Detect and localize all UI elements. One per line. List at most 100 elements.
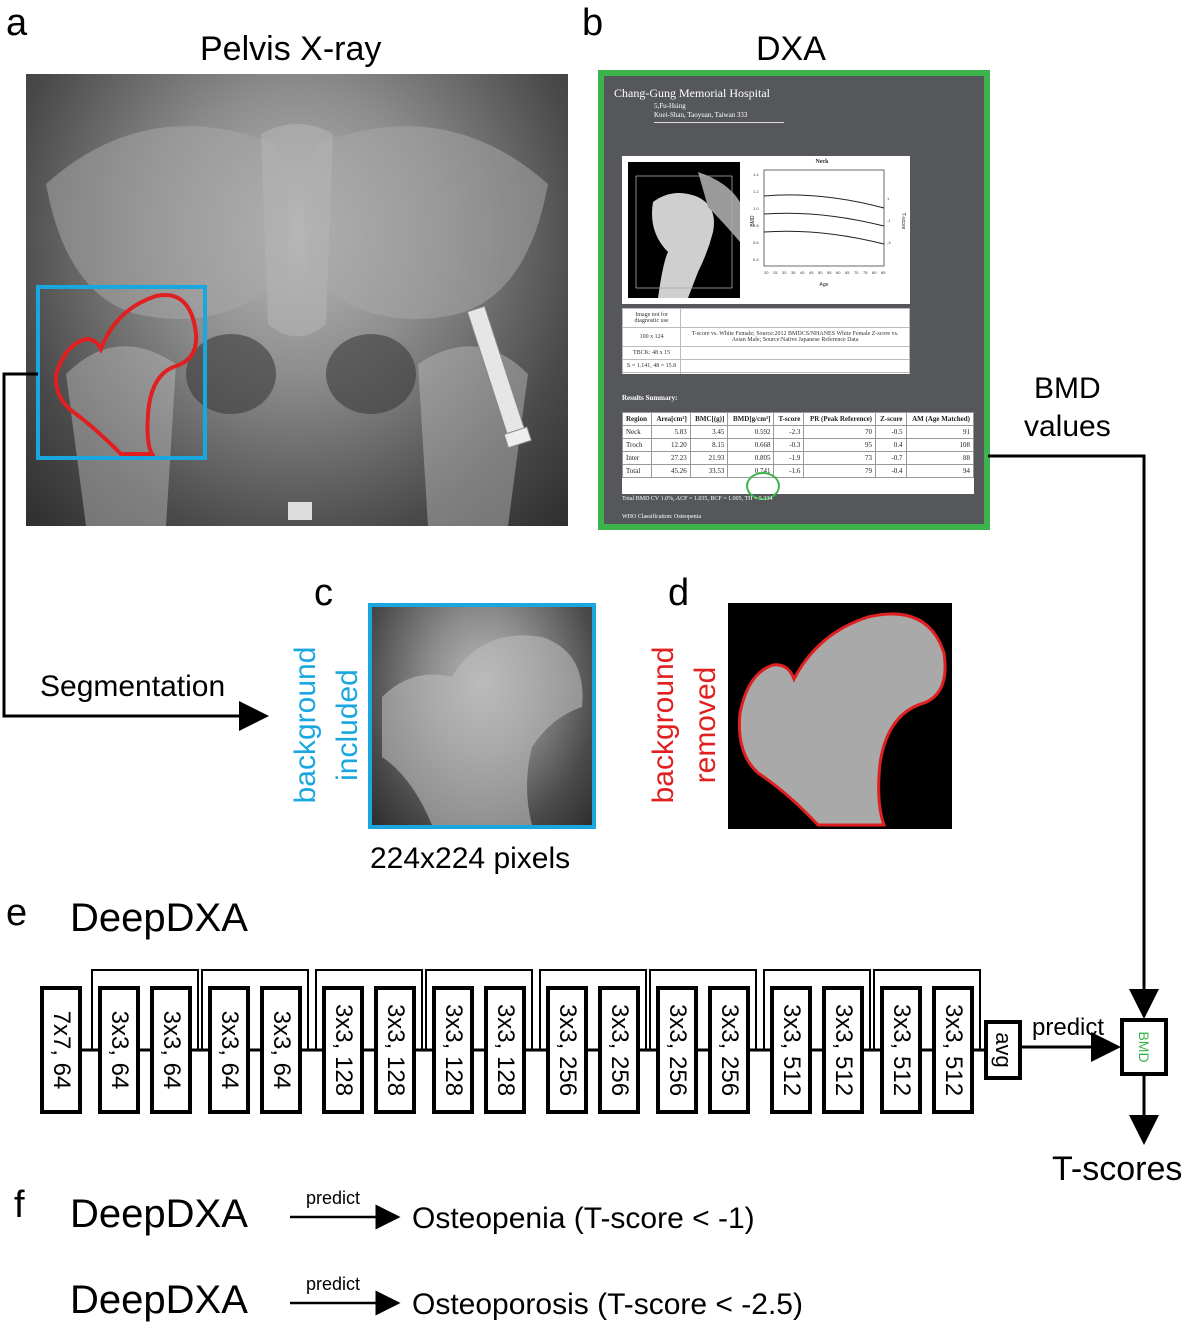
- cropped-femur-image: [368, 603, 596, 829]
- info-row: Image not for diagnostic use: [622, 308, 910, 328]
- plot-x-tick: 50: [818, 270, 823, 275]
- pelvis-xray-drawing: [36, 124, 548, 526]
- outcome-2-model: DeepDXA: [70, 1278, 248, 1322]
- conv-layer-label: 3x3, 128: [440, 1003, 467, 1097]
- info-row: S = 1.141, 48 = 15.8: [622, 359, 910, 373]
- plot-y-tick: 1.4: [753, 172, 759, 177]
- dxa-report: Chang-Gung Memorial Hospital 5,Fu-Hsing …: [598, 70, 990, 530]
- plot-x-tick: 80: [872, 270, 877, 275]
- conv-layer: 3x3, 256: [656, 986, 698, 1114]
- conv-layer-label: 3x3, 64: [158, 1010, 185, 1090]
- skip-connection: [649, 969, 757, 1050]
- background-removed-label: background removed: [640, 630, 730, 820]
- results-cell: 94: [905, 464, 974, 478]
- skip-connection: [763, 969, 871, 1050]
- panel-title-a: Pelvis X-ray: [200, 30, 382, 68]
- highlight-circle: [746, 472, 780, 500]
- outcome-2-result: Osteoporosis (T-score < -2.5): [412, 1288, 803, 1321]
- background-included-label: background included: [282, 630, 376, 820]
- avg-label: avg: [991, 1032, 1016, 1068]
- plot-x-tick: 75: [863, 270, 868, 275]
- plot-t-tick: -3: [887, 240, 891, 245]
- plot-y-tick: 1.0: [753, 206, 759, 211]
- results-cell: 45.26: [651, 464, 691, 478]
- hip-scan-image: [628, 162, 740, 298]
- results-cell: 79: [803, 464, 877, 478]
- conv-layer-label: 3x3, 128: [492, 1003, 519, 1097]
- plot-x-tick: 45: [809, 270, 814, 275]
- results-cell: Total: [622, 464, 653, 478]
- skip-connection: [91, 969, 199, 1050]
- deepdxa-title: DeepDXA: [70, 896, 248, 940]
- conv-layer: 3x3, 128: [432, 986, 474, 1114]
- results-title: Results Summary:: [622, 394, 678, 402]
- pelvis-xray-image: [26, 74, 568, 526]
- info-cell: Image not for diagnostic use: [622, 308, 682, 328]
- conv-layer: 3x3, 512: [770, 986, 812, 1114]
- conv-layer: 3x3, 64: [98, 986, 140, 1114]
- results-cell: 70: [803, 425, 877, 439]
- plot-x-tick: 65: [845, 270, 850, 275]
- tscores-label: T-scores: [1052, 1150, 1183, 1188]
- predict-label: predict: [1032, 1014, 1105, 1041]
- conv-layer-label: 7x7, 64: [48, 1010, 75, 1090]
- conv-layer-label: 3x3, 512: [830, 1003, 857, 1097]
- conv-layer-label: 3x3, 256: [716, 1003, 743, 1097]
- segmented-femur-image: [728, 603, 952, 829]
- plot-x-tick: 60: [836, 270, 841, 275]
- conv-layer: 3x3, 512: [822, 986, 864, 1114]
- segmentation-arrow: [2, 372, 269, 731]
- conv-layer: 3x3, 256: [598, 986, 640, 1114]
- panel-letter-b: b: [582, 2, 604, 44]
- bmd-node-label: BMD: [1136, 1031, 1152, 1063]
- conv-layer-label: 3x3, 128: [330, 1003, 357, 1097]
- panel-letter-f: f: [14, 1184, 25, 1226]
- outcome-1-model: DeepDXA: [70, 1192, 248, 1236]
- report-footer-2: WHO Classification: Osteopenia: [622, 514, 701, 520]
- segmented-femur-drawing: [737, 612, 947, 827]
- plot-xlabel: Age: [820, 282, 829, 288]
- panel-letter-e: e: [6, 892, 28, 934]
- conv-layer: 3x3, 64: [208, 986, 250, 1114]
- conv-layer-label: 3x3, 64: [216, 1010, 243, 1090]
- conv-layer-label: 3x3, 512: [940, 1003, 967, 1097]
- conv-layer: 3x3, 128: [484, 986, 526, 1114]
- info-cell: DMP: 1.2 cm²/cm²: [622, 372, 682, 374]
- conv-layer-label: 3x3, 512: [778, 1003, 805, 1097]
- plot-y-tick: 1.2: [753, 189, 759, 194]
- bmd-node: BMD: [1120, 1018, 1168, 1076]
- address-divider: [654, 122, 784, 123]
- removed-line-2: removed: [689, 666, 722, 784]
- conv-layer-label: 3x3, 256: [606, 1003, 633, 1097]
- hospital-name: Chang-Gung Memorial Hospital: [614, 86, 770, 100]
- conv-layer: 3x3, 64: [150, 986, 192, 1114]
- skip-connections: [91, 969, 981, 1050]
- pixel-size-caption: 224x224 pixels: [370, 842, 571, 875]
- conv-layer-label: 3x3, 256: [664, 1003, 691, 1097]
- skip-connection: [873, 969, 981, 1050]
- plot-right-label: T-score: [900, 213, 906, 230]
- hospital-address-2: Kuei-Shan, Taoyuan, Taiwan 333: [654, 111, 748, 119]
- plot-t-tick: -1: [887, 218, 891, 223]
- conv-layer: 3x3, 256: [708, 986, 750, 1114]
- included-line-1: background: [289, 646, 322, 804]
- conv-layer: 3x3, 128: [322, 986, 364, 1114]
- conv-layer-label: 3x3, 64: [268, 1010, 295, 1090]
- plot-x-tick: 55: [827, 270, 832, 275]
- outcome-2-verb: predict: [306, 1274, 361, 1294]
- outcome-1-result: Osteopenia (T-score < -1): [412, 1202, 755, 1235]
- plot-y-tick: 0.4: [753, 257, 759, 262]
- plot-title: Neck: [815, 159, 829, 165]
- femur-outline: [53, 293, 199, 456]
